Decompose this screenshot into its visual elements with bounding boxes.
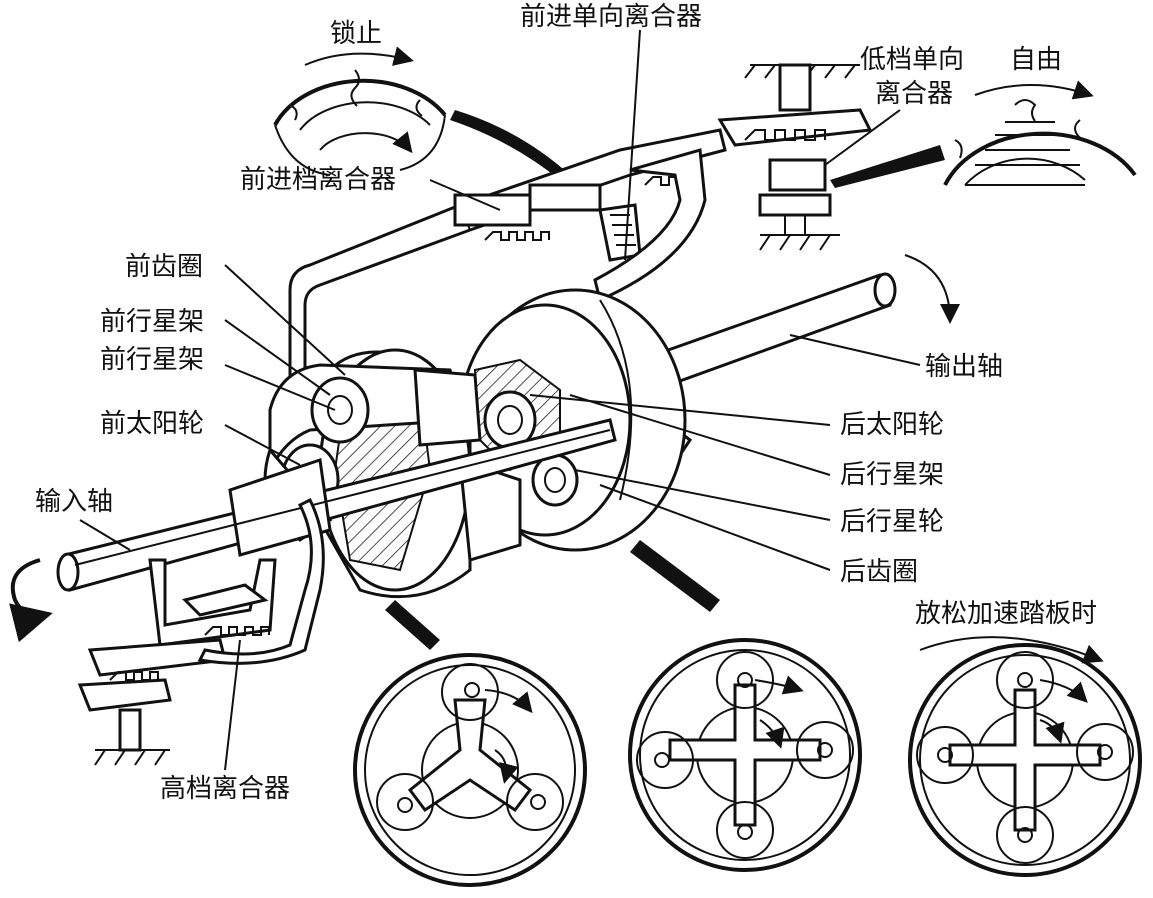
label-output-shaft: 输出轴 (925, 352, 1003, 382)
label-high-clutch: 高档离合器 (160, 774, 290, 804)
label-front-ring-gear: 前齿圈 (125, 252, 203, 282)
detail-circle-2 (628, 540, 862, 872)
label-forward-clutch: 前进档离合器 (240, 165, 396, 195)
label-low-one-way-clutch-1: 低档单向 (860, 45, 964, 75)
free-pointer-icon (830, 145, 945, 188)
label-front-planet-carrier-2: 前行星架 (100, 345, 204, 375)
label-rear-sun-gear: 后太阳轮 (840, 410, 944, 440)
lock-detail (273, 46, 570, 180)
label-front-planet-carrier-1: 前行星架 (100, 307, 204, 337)
label-input-shaft: 输入轴 (35, 487, 113, 517)
label-lock: 锁止 (330, 19, 382, 49)
input-shaft (9, 418, 617, 643)
lock-pointer-icon (450, 110, 570, 180)
forward-clutch-arm (288, 128, 727, 432)
ground-hatch-icon (759, 234, 831, 251)
label-forward-one-way-clutch: 前进单向离合器 (520, 2, 702, 32)
leader-lines (79, 29, 921, 771)
detail-circle-1 (353, 600, 587, 887)
input-rotation-arrow-icon (9, 558, 53, 643)
output-rotation-arrow-icon (904, 254, 960, 324)
detail-circle-3 (908, 636, 1142, 877)
label-low-one-way-clutch-2: 离合器 (875, 79, 953, 109)
high-clutch (77, 497, 325, 766)
label-rear-planet-carrier: 后行星架 (840, 460, 944, 490)
ground-hatch-icon (94, 749, 166, 766)
label-release-accelerator: 放松加速踏板时 (915, 599, 1097, 629)
label-rear-ring-gear: 后齿圈 (840, 557, 918, 587)
labels: 锁止 前进单向离合器 低档单向 离合器 自由 前进档离合器 前齿圈 前行星架 前… (35, 2, 1097, 804)
label-free: 自由 (1010, 45, 1062, 75)
label-rear-planet-gear: 后行星轮 (840, 507, 944, 537)
free-detail (830, 80, 1137, 188)
label-front-sun-gear: 前太阳轮 (100, 409, 204, 439)
low-one-way-clutch (717, 63, 873, 251)
